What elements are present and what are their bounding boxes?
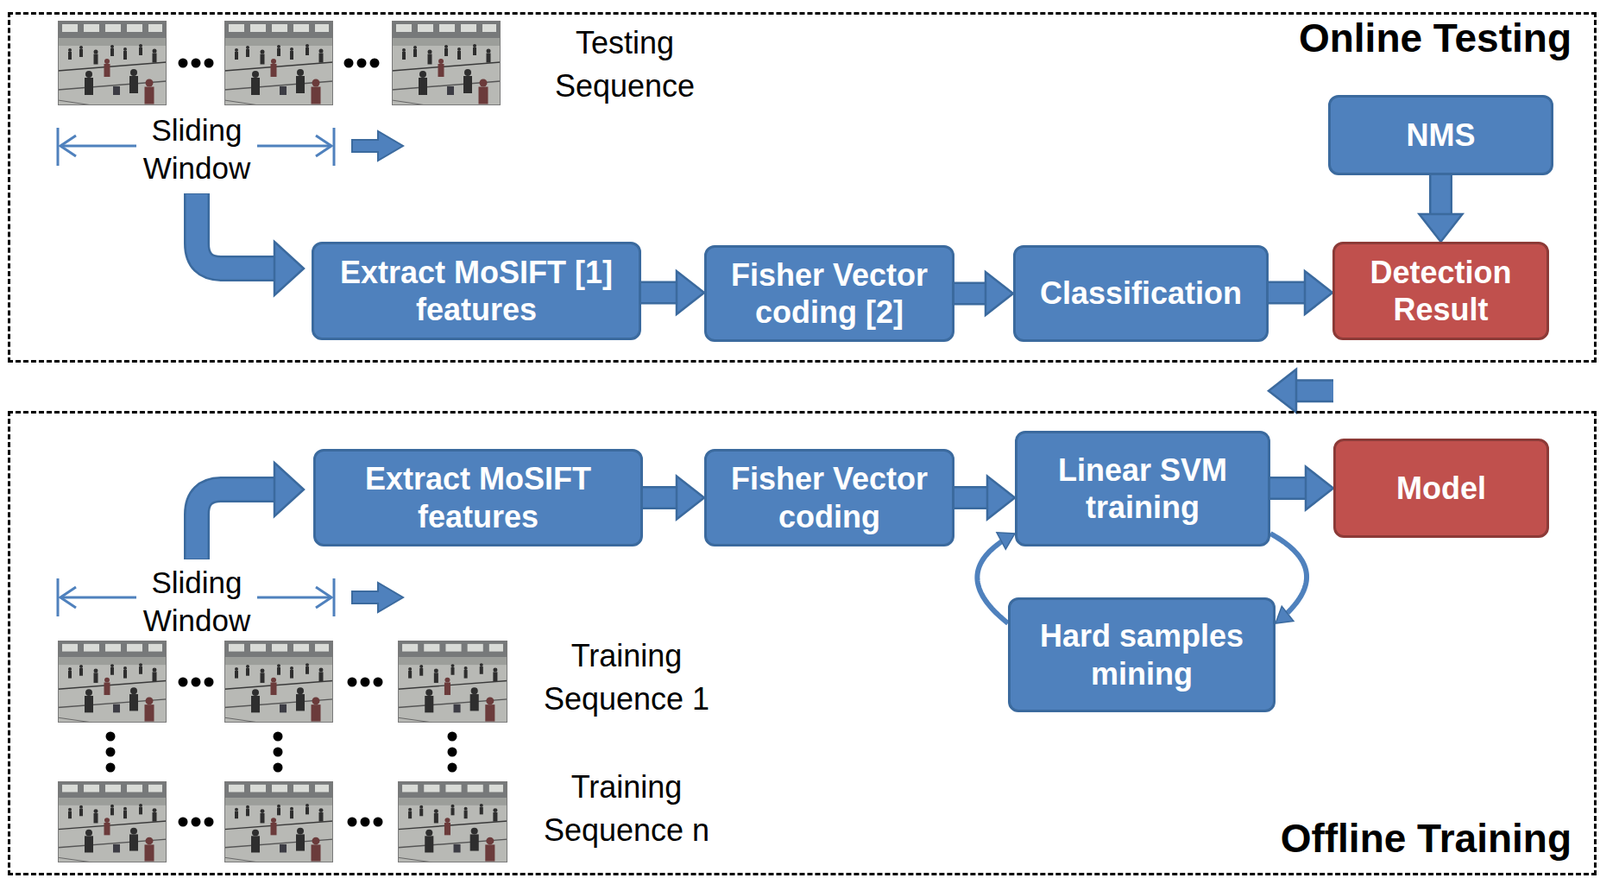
- video-frame: [57, 781, 167, 863]
- arrow-head: [1304, 270, 1333, 315]
- connector: [641, 270, 705, 315]
- process-box: Fisher Vector coding [2]: [704, 245, 955, 342]
- box-label: Extract MoSIFT [1] features: [326, 253, 627, 328]
- connector-outline: [1429, 175, 1453, 215]
- arrow-head: [1419, 214, 1463, 242]
- process-box: Linear SVM training: [1014, 430, 1271, 547]
- connector-shaft: [1270, 478, 1306, 498]
- connector: [1419, 175, 1463, 242]
- box-label: Classification: [1039, 274, 1242, 312]
- connector-outline: [954, 485, 988, 510]
- ellipsis-dots: [178, 58, 380, 69]
- connector: [1268, 270, 1333, 315]
- arrow-head: [1275, 605, 1294, 624]
- connector-shaft: [1296, 381, 1334, 401]
- connector-outline: [642, 485, 677, 510]
- box-label: Extract MoSIFT features: [327, 459, 629, 535]
- arrow-head: [1268, 369, 1297, 413]
- connector-outline: [1268, 281, 1305, 305]
- arrow-head: [996, 532, 1015, 549]
- connector: [954, 271, 1014, 315]
- video-frame: [397, 781, 508, 863]
- box-label: NMS: [1406, 116, 1476, 154]
- connector-outline: [1270, 476, 1306, 500]
- connector-outline: [1296, 378, 1334, 403]
- sequence-label: Testing Sequence: [538, 21, 712, 109]
- connector: [954, 476, 1015, 520]
- process-box: NMS: [1328, 94, 1554, 176]
- connector-shaft: [1431, 175, 1451, 215]
- feed-arrow: [196, 462, 304, 560]
- result-box: Detection Result: [1332, 241, 1550, 341]
- connector: [642, 476, 705, 520]
- connector: [1270, 466, 1334, 511]
- connector-shaft: [954, 283, 986, 303]
- connector: [1268, 369, 1334, 413]
- sequence-label: Sliding Window: [136, 111, 258, 188]
- connector-shaft: [954, 488, 988, 508]
- video-frame: [224, 781, 334, 863]
- connector-outline: [954, 282, 986, 306]
- box-label: Fisher Vector coding [2]: [718, 256, 940, 331]
- sequence-label: Training Sequence n: [529, 765, 725, 853]
- box-label: Linear SVM training: [1029, 451, 1256, 526]
- feed-arrow: [196, 193, 304, 296]
- connector: [1270, 533, 1307, 624]
- process-box: Hard samples mining: [1007, 597, 1276, 712]
- process-box: Fisher Vector coding: [704, 448, 955, 547]
- connector-shaft: [1268, 283, 1305, 303]
- region-frame: Offline Training Extract MoSIFT features F…: [7, 410, 1597, 876]
- video-frame: [224, 20, 334, 106]
- arrow-head: [1305, 466, 1334, 511]
- model-box: Model: [1333, 438, 1550, 538]
- video-frame: [57, 20, 167, 106]
- slide-arrow: [352, 582, 404, 612]
- box-label: Hard samples mining: [1022, 617, 1261, 692]
- connector-shaft: [976, 541, 1008, 624]
- box-label: Model: [1396, 469, 1487, 507]
- video-frame: [397, 640, 508, 723]
- region-title: Online Testing: [1298, 16, 1572, 61]
- slide-arrow: [352, 131, 404, 161]
- region-title: Offline Training: [1280, 816, 1572, 861]
- connector-shaft: [641, 283, 677, 303]
- video-frame: [224, 640, 334, 723]
- connector-outline: [641, 281, 677, 305]
- process-box: Extract MoSIFT features: [313, 448, 643, 547]
- sequence-label: Training Sequence 1: [529, 634, 725, 722]
- process-box: Extract MoSIFT [1] features: [311, 241, 642, 341]
- video-frame: [57, 640, 167, 723]
- box-label: Detection Result: [1347, 253, 1535, 328]
- arrow-head: [676, 476, 705, 520]
- arrow-head: [676, 270, 705, 315]
- connector-shaft: [642, 488, 677, 508]
- ellipsis-dots: [106, 677, 458, 827]
- arrow-head: [985, 271, 1014, 315]
- video-frame: [391, 20, 501, 106]
- sequence-label: Sliding Window: [136, 563, 258, 640]
- box-label: Fisher Vector coding: [718, 459, 940, 535]
- arrow-head: [987, 476, 1015, 520]
- process-box: Classification: [1013, 245, 1269, 342]
- connector-shaft: [1270, 533, 1307, 614]
- region-frame: Online TestingExtract MoSIFT [1] feature…: [7, 12, 1597, 363]
